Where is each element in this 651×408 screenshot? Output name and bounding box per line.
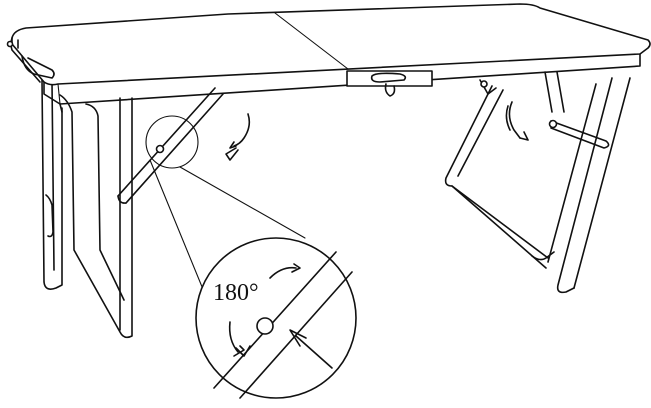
- left-leg-frame: [41, 79, 133, 339]
- fold-arrow-right: [505, 101, 529, 141]
- left-brace: [117, 87, 224, 204]
- right-leg-frame: [444, 71, 631, 294]
- angle-label: 180°: [213, 280, 259, 306]
- table-top: [6, 3, 651, 113]
- center-latch: [346, 70, 433, 97]
- magnified-callout: [195, 237, 357, 399]
- fold-arrow-left: [225, 113, 251, 161]
- detail-source-circle: [145, 115, 199, 169]
